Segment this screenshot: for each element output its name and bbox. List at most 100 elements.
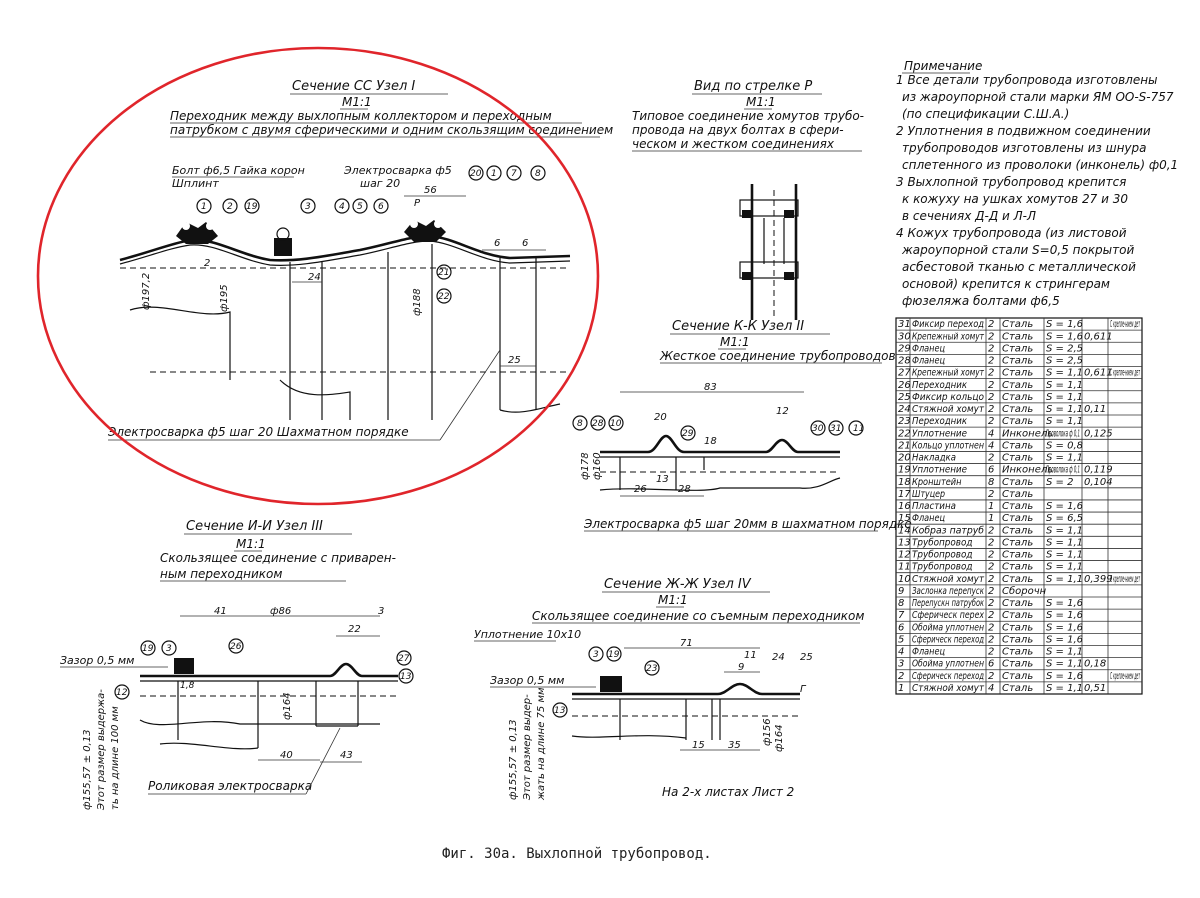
table-cell: 3 bbox=[898, 659, 904, 670]
table-cell: Сталь bbox=[1002, 550, 1033, 561]
section-cc-desc2: патрубком с двумя сферическими и одним с… bbox=[170, 123, 613, 137]
svg-text:2: 2 bbox=[227, 202, 233, 212]
view-p-desc2: провода на двух болтах в сфери- bbox=[632, 123, 844, 137]
dim-197: ф197,2 bbox=[141, 273, 152, 310]
table-cell: S = 1,1 bbox=[1046, 368, 1083, 379]
section-cc: Сечение СС Узел I М1:1 Переходник между … bbox=[107, 79, 613, 441]
dim-178: ф178 bbox=[580, 452, 591, 480]
section-zhzh-side1: ф155,57 ± 0,13 bbox=[508, 719, 519, 800]
dim-40: 40 bbox=[280, 750, 293, 761]
dim-15: 15 bbox=[692, 740, 705, 751]
note-line-2: из жароупорной стали марки ЯМ ОО-S-757 bbox=[902, 90, 1174, 104]
svg-text:19: 19 bbox=[608, 650, 620, 660]
svg-text:7: 7 bbox=[511, 169, 517, 179]
table-cell: S = 2 bbox=[1046, 477, 1073, 488]
dim-41: 41 bbox=[214, 606, 227, 617]
svg-text:1: 1 bbox=[201, 202, 207, 212]
table-cell: S = 1,6 bbox=[1046, 622, 1083, 633]
view-p-scale: М1:1 bbox=[746, 95, 776, 109]
label-weld-bottom: Электросварка ф5 шаг 20 Шахматном порядк… bbox=[107, 425, 409, 439]
highlight-ellipse bbox=[36, 46, 600, 506]
table-cell: 2 bbox=[988, 416, 994, 427]
svg-text:13: 13 bbox=[554, 706, 566, 716]
table-cell: Трубопровод bbox=[912, 561, 973, 573]
table-cell: 0,51 bbox=[1084, 683, 1106, 694]
dim-13: 13 bbox=[656, 474, 669, 485]
svg-text:11: 11 bbox=[853, 424, 864, 434]
table-cell: Сталь bbox=[1002, 392, 1033, 403]
table-cell: 0,611 bbox=[1084, 368, 1113, 379]
dim-20: 20 bbox=[654, 412, 667, 423]
dim-56: 56 bbox=[424, 185, 437, 196]
table-cell: 2 bbox=[988, 537, 994, 548]
section-zhzh-title: Сечение Ж-Ж Узел IV bbox=[604, 577, 752, 592]
svg-text:19: 19 bbox=[142, 644, 154, 654]
table-cell: S = 1,6 bbox=[1046, 331, 1083, 342]
svg-text:26: 26 bbox=[230, 642, 242, 652]
table-cell: 12 bbox=[898, 550, 911, 561]
table-cell: 2 bbox=[988, 356, 994, 367]
section-kk: Сечение К-К Узел II М1:1 Жесткое соедине… bbox=[572, 319, 912, 532]
table-cell: 30 bbox=[898, 331, 911, 342]
table-cell: С крепле-нием дет bbox=[1110, 319, 1140, 330]
table-cell: 0,611 bbox=[1084, 331, 1113, 342]
table-cell: Переходник bbox=[912, 416, 967, 427]
table-cell: С крепле-нием дет bbox=[1110, 574, 1140, 585]
callouts-ii: 19 3 26 27 13 12 3 bbox=[114, 606, 414, 700]
dim-18: 18 bbox=[704, 436, 717, 447]
note-line-5: трубопроводов изготовлены из шнура bbox=[902, 141, 1147, 155]
table-cell: 0,119 bbox=[1084, 465, 1113, 476]
svg-text:10: 10 bbox=[610, 419, 622, 429]
table-cell: Сталь bbox=[1002, 574, 1033, 585]
note-line-7: 3 Выхлопной трубопровод крепится bbox=[896, 175, 1126, 189]
table-cell: 7 bbox=[898, 610, 905, 621]
svg-text:25: 25 bbox=[800, 652, 813, 663]
table-cell: 2 bbox=[988, 647, 994, 658]
table-cell: 2 bbox=[988, 586, 994, 597]
dim-28: 28 bbox=[678, 484, 691, 495]
svg-text:12: 12 bbox=[116, 688, 128, 698]
svg-text:8: 8 bbox=[535, 169, 541, 179]
table-cell: S = 1,1 bbox=[1046, 550, 1083, 561]
table-cell: 11 bbox=[898, 562, 911, 573]
table-cell: Сталь bbox=[1002, 501, 1033, 512]
table-cell: Стяжной хомут bbox=[912, 683, 985, 694]
section-cc-desc1: Переходник между выхлопным коллектором и… bbox=[170, 109, 552, 123]
table-cell: S = 1,1 bbox=[1046, 404, 1083, 415]
table-cell: 29 bbox=[898, 343, 911, 354]
table-cell: 4 bbox=[988, 683, 994, 694]
table-cell: 2 bbox=[988, 550, 994, 561]
table-cell: Сферическ переход bbox=[912, 634, 984, 645]
table-cell: S = 1,1 bbox=[1046, 416, 1083, 427]
clamp-center bbox=[274, 227, 292, 256]
table-cell: S = 1,1 bbox=[1046, 525, 1083, 536]
table-cell: Сталь bbox=[1002, 331, 1033, 342]
label-bolt: Болт ф6,5 Гайка корон bbox=[172, 164, 305, 177]
label-split-pin: Шплинт bbox=[172, 177, 219, 190]
figure-caption: Фиг. 30а. Выхлопной трубопровод. bbox=[442, 846, 712, 862]
section-cc-scale: М1:1 bbox=[342, 95, 372, 109]
table-cell: 2 bbox=[898, 671, 904, 682]
svg-text:8: 8 bbox=[577, 419, 583, 429]
table-cell: Сталь bbox=[1002, 404, 1033, 415]
table-cell: 2 bbox=[988, 562, 994, 573]
note-line-1: 1 Все детали трубопровода изготовлены bbox=[896, 73, 1158, 87]
table-cell: 6 bbox=[988, 465, 994, 476]
dim-1-8: 1,8 bbox=[180, 681, 195, 691]
dim-164: ф164 bbox=[282, 692, 293, 720]
section-ii-side2: Этот размер выдержа- bbox=[96, 689, 107, 811]
table-cell: 16 bbox=[898, 501, 911, 512]
table-cell: 2 bbox=[988, 453, 994, 464]
table-cell: S = 1,6 bbox=[1046, 671, 1083, 682]
